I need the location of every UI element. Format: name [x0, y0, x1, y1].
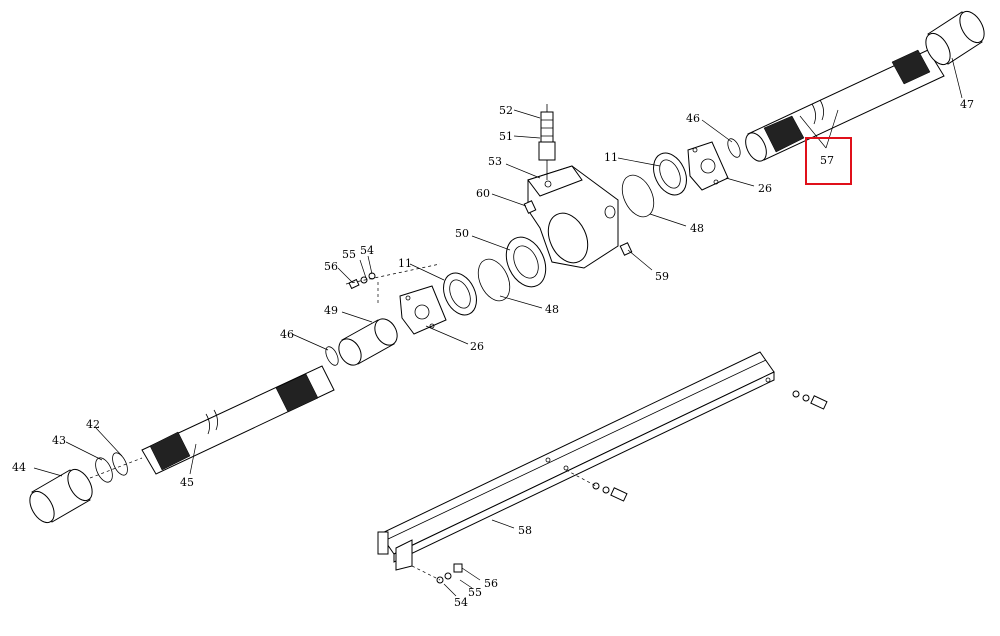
ring-48-upper — [621, 174, 655, 218]
grease-fitting-59 — [619, 242, 633, 256]
highlight-box-57 — [805, 137, 852, 185]
callout-11-upper: 11 — [604, 151, 618, 164]
callout-46-lower: 46 — [280, 328, 294, 341]
callout-45: 45 — [180, 476, 194, 489]
callout-56-lower: 56 — [484, 577, 498, 590]
rail-fasteners — [411, 390, 828, 584]
bushing-44 — [29, 468, 93, 524]
callout-43: 43 — [52, 434, 66, 447]
grease-fitting-60 — [523, 200, 537, 214]
callout-44: 44 — [12, 461, 26, 474]
callout-49: 49 — [324, 304, 338, 317]
rings-42-43 — [95, 452, 128, 483]
callout-52: 52 — [499, 104, 513, 117]
rail-58 — [377, 351, 775, 571]
callout-56-upper: 56 — [324, 260, 338, 273]
callout-50: 50 — [455, 227, 469, 240]
callout-26-upper: 26 — [758, 182, 772, 195]
bearing-50 — [505, 236, 547, 288]
seal-11-lower — [443, 272, 477, 316]
callout-48-upper: 48 — [690, 222, 704, 235]
upper-shaft — [745, 49, 945, 162]
callout-11-lower: 11 — [398, 257, 412, 270]
callout-47: 47 — [960, 98, 974, 111]
fastener-set-upper — [345, 263, 441, 304]
bushing-47 — [925, 10, 985, 66]
callout-59: 59 — [655, 270, 669, 283]
lower-shaft-45 — [141, 365, 335, 475]
housing-53 — [527, 165, 619, 269]
callout-54-lower: 54 — [454, 596, 468, 609]
callout-58: 58 — [518, 524, 532, 537]
callout-26-lower: 26 — [470, 340, 484, 353]
callout-60: 60 — [476, 187, 490, 200]
leader-lines — [33, 57, 963, 597]
callout-51: 51 — [499, 130, 513, 143]
snap-ring-46-upper — [727, 138, 741, 158]
callout-labels: 52 51 53 60 50 11 46 26 48 59 57 47 11 4… — [12, 98, 974, 609]
flange-26-lower — [399, 285, 447, 335]
callout-48-lower: 48 — [545, 303, 559, 316]
callout-55-lower: 55 — [468, 586, 482, 599]
callout-57: 57 — [820, 154, 834, 167]
flange-26-upper — [687, 141, 729, 191]
snap-ring-46-lower — [325, 346, 339, 366]
callout-46-upper: 46 — [686, 112, 700, 125]
callout-55-upper: 55 — [342, 248, 356, 261]
callout-42: 42 — [86, 418, 100, 431]
coupler-49 — [338, 318, 398, 366]
callout-53: 53 — [488, 155, 502, 168]
callout-54-upper: 54 — [360, 244, 374, 257]
ring-48-lower — [477, 258, 511, 302]
bolt-51 — [538, 104, 556, 180]
seal-11-upper — [653, 152, 687, 196]
